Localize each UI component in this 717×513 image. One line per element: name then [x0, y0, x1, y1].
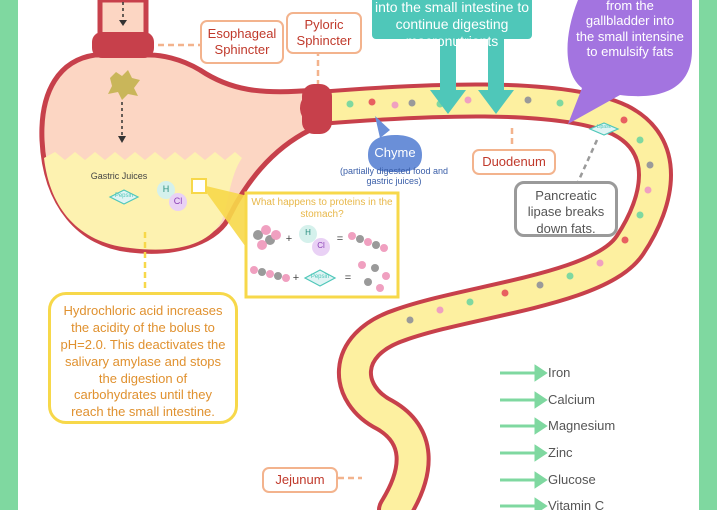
- hcl-info-box: Hydrochloric acid increases the acidity …: [48, 292, 238, 424]
- protein-h-label: H: [305, 228, 311, 237]
- equals-sign-2: =: [344, 272, 352, 284]
- lipase-molecule: [588, 122, 620, 136]
- teal-info-box: into the small intestine to continue dig…: [372, 0, 532, 49]
- gastric-juice: [44, 152, 242, 250]
- purple-text-line4: to emulsify fats: [586, 43, 674, 59]
- equals-sign-1: =: [336, 233, 344, 245]
- h-ion: [157, 181, 175, 199]
- chyme-bubble: [368, 135, 422, 172]
- nutrient-calcium: Calcium: [548, 392, 595, 407]
- nutrient-glucose: Glucose: [548, 472, 596, 487]
- gastric-juices-label: Gastric Juices: [90, 171, 148, 181]
- cl-label: Cl: [173, 196, 183, 206]
- esophageal-sphincter: [92, 32, 154, 58]
- protein-pepsin-label: Pepsin: [310, 274, 330, 280]
- pyloric-sphincter-label: Pyloric Sphincter: [286, 12, 362, 54]
- small-intestine: [304, 86, 669, 510]
- teal-text-line3: macronutrients: [405, 32, 499, 49]
- purple-text-line2: gallbladder into: [585, 13, 675, 29]
- nutrient-iron: Iron: [548, 365, 571, 380]
- plus-sign-1: +: [285, 233, 293, 245]
- h-label: H: [162, 184, 170, 194]
- nutrient-vitamin-c: Vitamin C: [548, 498, 605, 513]
- proteins-question: What happens to proteins in the stomach?: [251, 197, 393, 220]
- protein-cl-label: Cl: [317, 241, 325, 250]
- pyloric-sphincter: [302, 84, 332, 134]
- pepsin-label: Pepsin: [114, 193, 134, 199]
- protein-illustrations: [250, 225, 390, 292]
- purple-text-line3: the small intensine: [576, 28, 684, 44]
- duodenum-label: Duodenum: [472, 149, 556, 175]
- left-border: [0, 0, 18, 510]
- lipase-label: Lipase: [596, 124, 612, 130]
- jejunum-label: Jejunum: [262, 467, 338, 493]
- gallbladder-text: from the gallbladder into the small inte…: [566, 0, 694, 59]
- gallbladder-bubble: [567, 0, 692, 124]
- right-border: [699, 0, 717, 510]
- nutrient-arrows: [500, 364, 548, 510]
- teal-text-line2: continue digesting: [395, 15, 509, 32]
- pancreatic-lipase-box: Pancreatic lipase breaks down fats.: [514, 181, 618, 237]
- cl-ion: [169, 193, 187, 211]
- food-bolus: [108, 70, 140, 100]
- pepsin-molecule: [108, 189, 140, 205]
- plus-sign-2: +: [292, 272, 300, 284]
- nutrient-magnesium: Magnesium: [548, 418, 616, 433]
- purple-text-line1: from the: [606, 0, 654, 13]
- nutrient-zinc: Zinc: [548, 445, 573, 460]
- teal-text-line1: into the small intestine to: [374, 0, 530, 15]
- esophageal-sphincter-label: Esophageal Sphincter: [200, 20, 284, 64]
- chyme-description: (partially digested food and gastric jui…: [339, 166, 449, 187]
- chyme-label: Chyme: [374, 145, 416, 160]
